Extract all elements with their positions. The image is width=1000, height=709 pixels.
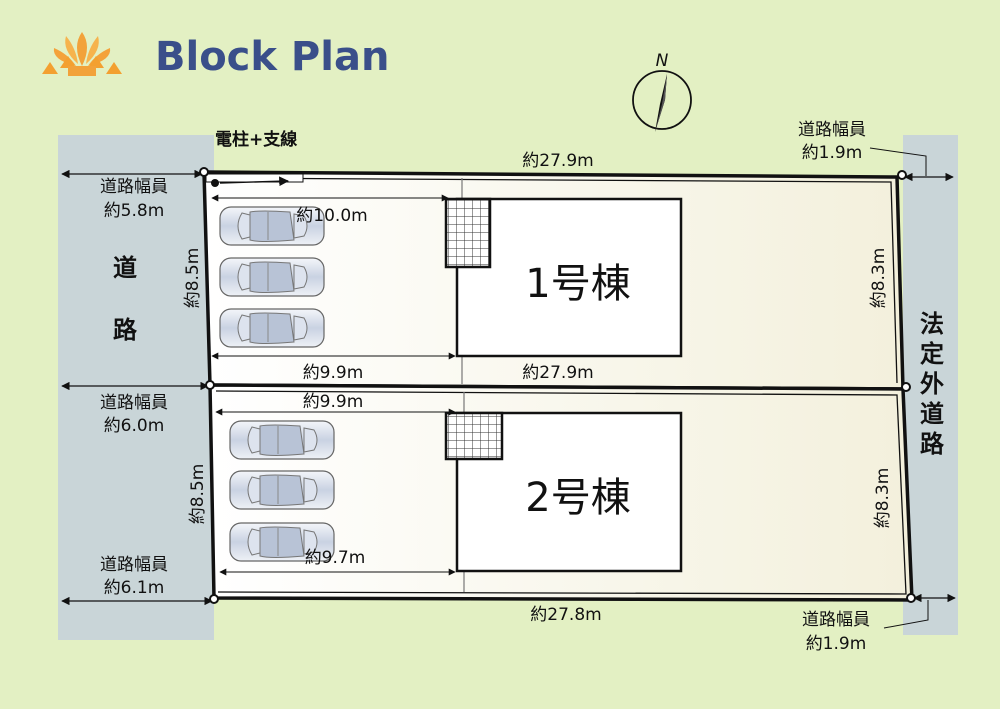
dim-lot2-left: 約8.5m [188, 464, 208, 525]
west-road-label-2: 路 [113, 316, 138, 344]
dim-parking1-bottom: 約9.9m [303, 363, 364, 383]
dim-lot1-left: 約8.5m [183, 248, 203, 309]
building-1-balcony [444, 197, 492, 269]
east-road-label-char: 路 [920, 430, 945, 458]
dim-middle-length: 約27.9m [522, 363, 593, 383]
parked-car [219, 257, 325, 297]
road-width-label: 道路幅員 [798, 120, 866, 140]
road-width-west-bottom: 約6.1m [104, 578, 165, 598]
parked-car [229, 470, 335, 510]
road-width-label: 道路幅員 [100, 177, 168, 197]
east-road [903, 135, 958, 635]
building-2-balcony [444, 411, 504, 461]
road-width-label: 道路幅員 [100, 393, 168, 413]
utility-pole-icon [211, 179, 219, 187]
lotus-logo-icon [42, 32, 122, 76]
parked-car [229, 420, 335, 460]
north-compass-icon [632, 70, 692, 132]
parked-car [219, 308, 325, 348]
building-2-label: 2号棟 [525, 475, 630, 521]
dim-parking1-top: 約10.0m [296, 206, 367, 226]
east-road-label-char: 定 [920, 340, 944, 368]
road-width-label: 道路幅員 [100, 555, 168, 575]
road-width-west-mid: 約6.0m [104, 416, 165, 436]
east-road-label-char: 道 [920, 400, 944, 428]
road-width-label: 道路幅員 [802, 610, 870, 630]
east-road-label-char: 法 [920, 310, 944, 338]
dim-top-length: 約27.9m [522, 151, 593, 171]
east-road-label-char: 外 [920, 370, 944, 398]
dim-lot2-right: 約8.3m [873, 468, 893, 529]
west-road-label-1: 道 [113, 254, 137, 282]
road-width-west-top: 約5.8m [104, 201, 165, 221]
road-width-east-bottom: 約1.9m [806, 634, 867, 654]
dim-parking2-top: 約9.9m [303, 392, 364, 412]
dim-lot1-right: 約8.3m [869, 248, 889, 309]
road-width-east-top: 約1.9m [802, 143, 863, 163]
dim-parking2-bottom: 約9.7m [305, 548, 366, 568]
utility-pole-label: 電柱+支線 [215, 129, 297, 150]
dim-bottom-length: 約27.8m [530, 605, 601, 625]
building-1-label: 1号棟 [525, 261, 630, 307]
building-1 [455, 197, 683, 358]
north-label: N [656, 51, 669, 71]
page-title: Block Plan [155, 34, 389, 80]
